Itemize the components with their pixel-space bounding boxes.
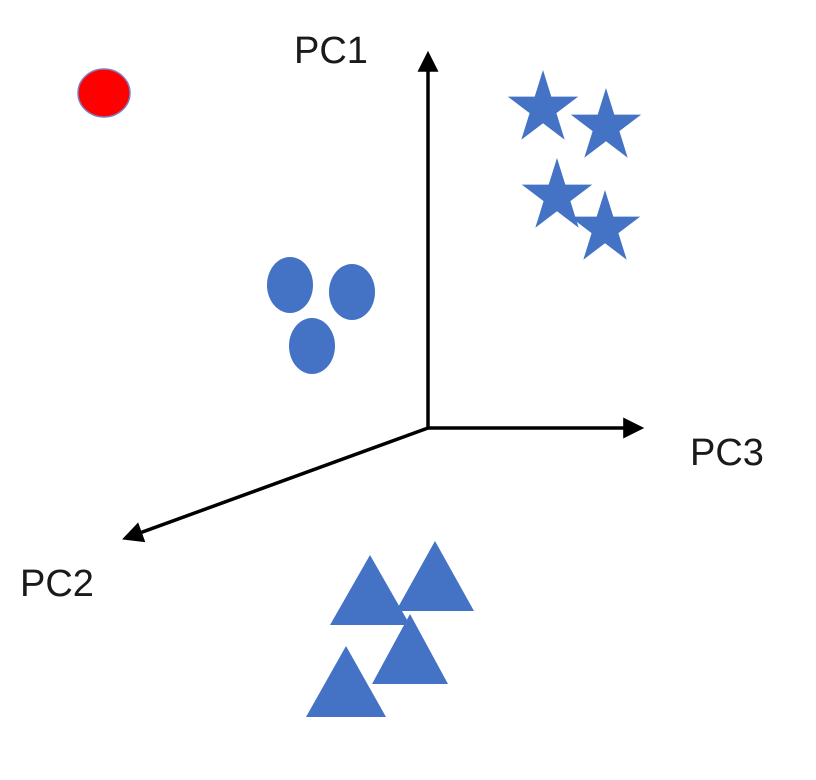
cluster-triangle xyxy=(306,646,386,717)
pc1-axis-label: PC1 xyxy=(294,30,368,72)
cluster-triangle xyxy=(372,614,448,684)
cluster-star xyxy=(521,158,593,228)
cluster-star xyxy=(507,70,579,140)
triangle-cluster xyxy=(306,541,474,717)
cluster-star xyxy=(570,88,642,158)
circle-cluster xyxy=(267,257,375,374)
cluster-circle xyxy=(289,318,335,374)
cluster-circle xyxy=(267,257,313,313)
cluster-triangle xyxy=(330,555,410,625)
pc2-axis-label: PC2 xyxy=(20,563,94,605)
pc3-axis-label: PC3 xyxy=(690,432,764,474)
pc2-axis xyxy=(122,426,429,543)
axes xyxy=(122,50,645,543)
star-cluster xyxy=(507,70,642,260)
outlier-point xyxy=(77,68,131,118)
cluster-circle xyxy=(329,264,375,320)
cluster-triangle xyxy=(396,541,474,611)
cluster-star xyxy=(569,190,641,260)
